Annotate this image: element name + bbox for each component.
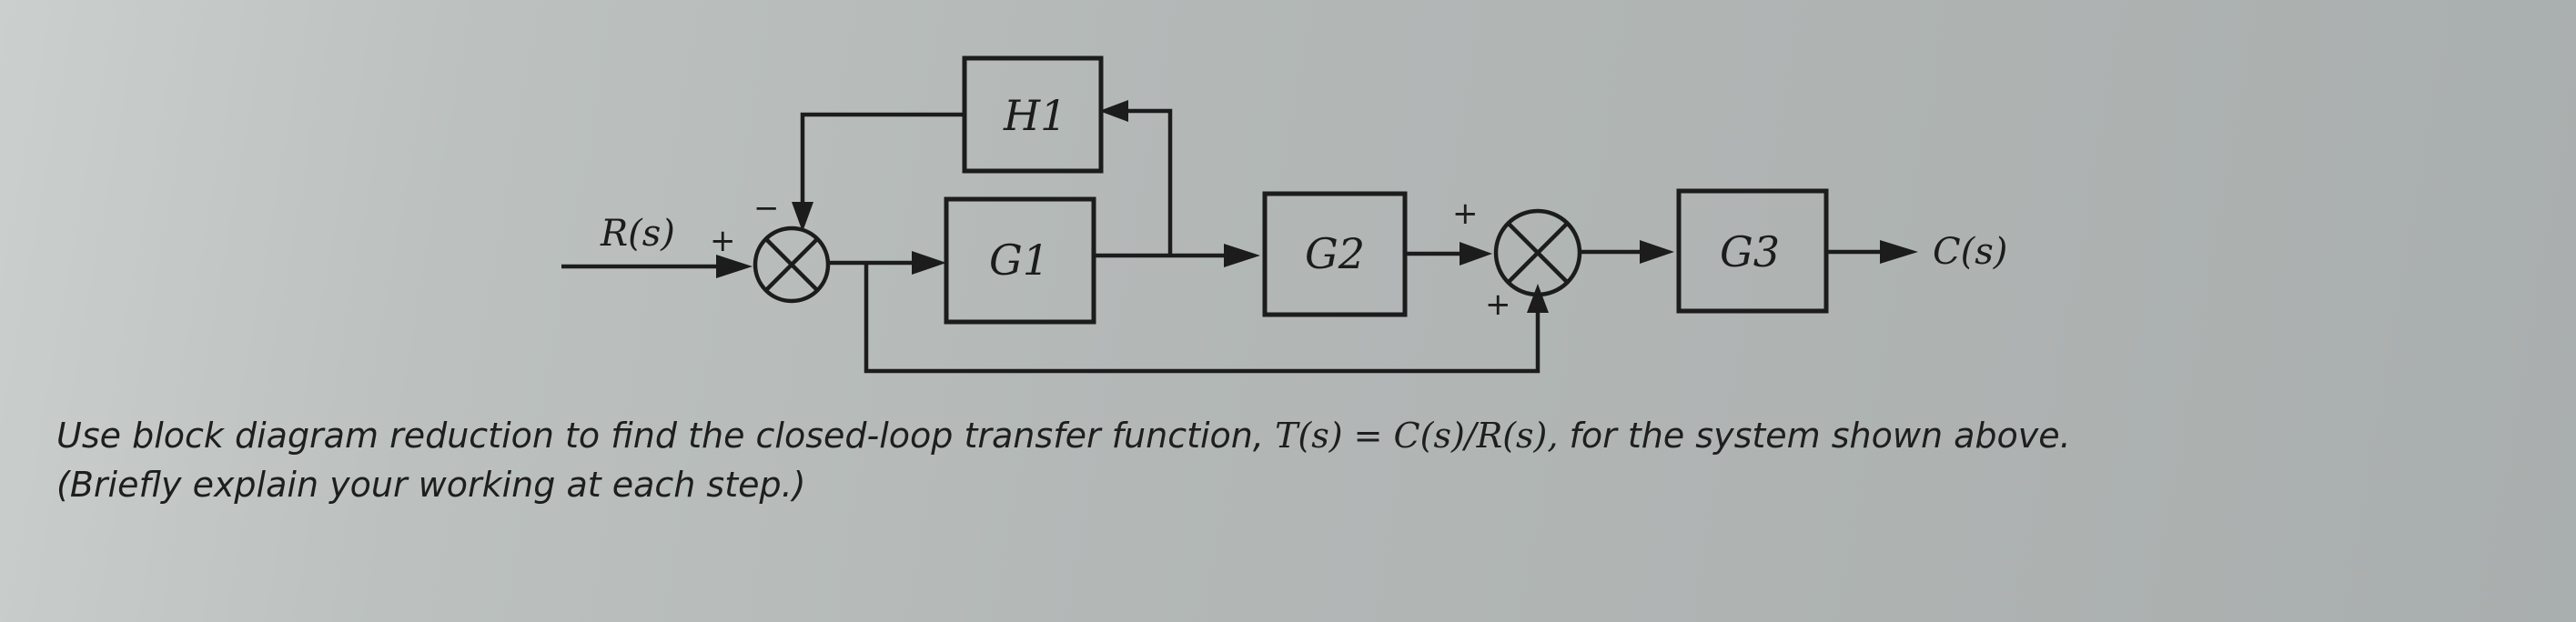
sum1-feedback-sign: − xyxy=(753,190,780,226)
question-text: Use block diagram reduction to find the … xyxy=(56,411,2071,509)
g2-label: G2 xyxy=(1305,229,1365,278)
g3-block xyxy=(1676,188,1829,314)
arrow-output xyxy=(1880,240,1918,264)
question-line-2: (Briefly explain your working at each st… xyxy=(56,465,806,505)
input-label: R(s) xyxy=(600,213,675,255)
h1-label: H1 xyxy=(1003,91,1066,140)
output-label: C(s) xyxy=(1933,231,2007,273)
sum2-bottom-sign: + xyxy=(1485,286,1511,323)
feedforward-line xyxy=(864,263,1541,374)
arrow-into-sum2 xyxy=(1460,242,1492,266)
question-line-1-text: Use block diagram reduction to find the … xyxy=(56,416,1264,456)
question-line-1-tail: for the system shown above. xyxy=(1569,416,2071,456)
arrow-into-h1 xyxy=(1099,100,1128,122)
arrow-into-g1 xyxy=(912,251,946,275)
arrow-into-sum1-feedback xyxy=(792,202,813,232)
arrow-into-g3 xyxy=(1640,240,1674,264)
h1-pickoff-line xyxy=(1121,108,1173,256)
sum2-top-sign: + xyxy=(1452,196,1479,232)
arrow-into-sum1 xyxy=(716,255,753,278)
question-line-1: Use block diagram reduction to find the … xyxy=(56,411,2071,460)
g1-label: G1 xyxy=(989,236,1049,285)
g3-label: G3 xyxy=(1720,227,1780,276)
arrow-into-g2 xyxy=(1224,244,1260,267)
arrow-into-sum2-bottom xyxy=(1527,284,1549,313)
summing-junction-2 xyxy=(1493,208,1582,297)
sum1-input-sign: + xyxy=(710,223,736,259)
summing-junction-1 xyxy=(753,226,831,304)
g2-block xyxy=(1262,191,1408,317)
g1-block xyxy=(944,196,1096,325)
transfer-function-expression: T(s) = C(s)/R(s), xyxy=(1275,416,1559,456)
h1-block xyxy=(962,55,1104,174)
h1-feedback-line xyxy=(800,112,965,207)
